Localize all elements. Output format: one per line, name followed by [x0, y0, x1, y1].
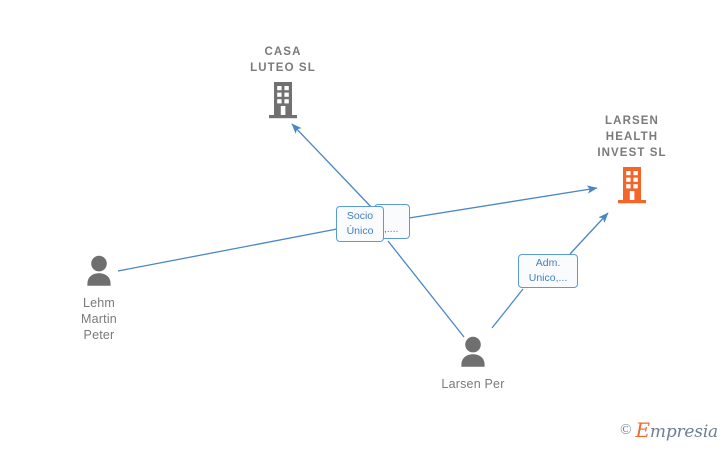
node-larsen-health-invest[interactable]: LARSEN HEALTH INVEST SL — [567, 113, 697, 209]
copyright-icon: © — [620, 421, 632, 438]
edge-lehm-to-socio-unico — [117, 228, 338, 272]
edge-label-socio-unico[interactable]: Socio Único — [336, 206, 384, 242]
person-icon — [82, 255, 116, 291]
node-casa-luteo[interactable]: CASA LUTEO SL — [218, 44, 348, 124]
edge-socio-unico-to-casa-luteo — [291, 123, 375, 211]
edge-label-adm-unico-text: Adm. Unico,... — [528, 257, 568, 284]
edge-adm-unico-to-larsen-health — [569, 212, 609, 255]
node-label-casa-luteo: CASA LUTEO SL — [250, 46, 316, 74]
edge-socio-unico-to-larsen-health — [383, 185, 598, 223]
building-icon — [617, 166, 647, 209]
empresia-logo-text: Empresia — [636, 418, 719, 442]
node-label-lehm-martin-peter: Lehm Martin Peter — [81, 296, 117, 342]
bubble-tail — [526, 287, 538, 288]
person-icon — [456, 336, 490, 372]
edge-larsen-per-to-adm-unico — [491, 288, 524, 329]
empresia-watermark: © Empresia — [620, 418, 718, 442]
edge-larsen-per-to-hidden-label — [387, 240, 465, 338]
empresia-logo-initial: E — [635, 418, 651, 442]
node-label-larsen-health-invest: LARSEN HEALTH INVEST SL — [597, 115, 667, 159]
building-icon — [268, 81, 298, 124]
node-lehm-martin-peter[interactable]: Lehm Martin Peter — [34, 255, 164, 343]
node-larsen-per[interactable]: Larsen Per — [408, 336, 538, 392]
edge-label-adm-unico[interactable]: Adm. Unico,... — [518, 254, 578, 288]
node-label-larsen-per: Larsen Per — [441, 377, 505, 391]
empresia-logo-rest: mpresia — [649, 422, 718, 442]
